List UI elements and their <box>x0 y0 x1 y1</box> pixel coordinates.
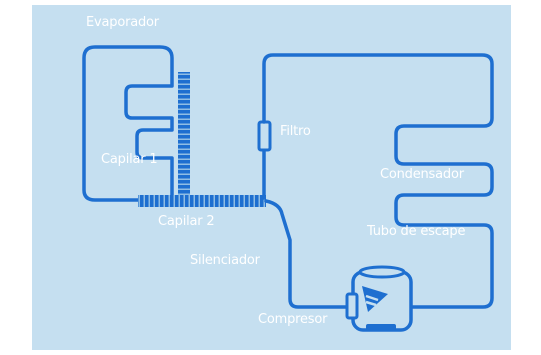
label-capilar-2: Capilar 2 <box>158 214 215 229</box>
label-evaporador: Evaporador <box>86 15 159 30</box>
label-condensador: Condensador <box>380 167 464 182</box>
capillary-2-coil <box>138 195 266 207</box>
filter-icon <box>257 120 272 152</box>
suction-line <box>264 199 357 309</box>
capillary-1-coil <box>178 72 190 202</box>
label-tubo-de-escape: Tubo de escape <box>367 224 466 239</box>
condenser-coil <box>262 53 494 309</box>
compressor-icon <box>345 265 413 332</box>
label-silenciador: Silenciador <box>190 253 260 268</box>
label-capilar-1: Capilar 1 <box>101 152 158 167</box>
diagram-background <box>32 5 511 350</box>
label-compresor: Compresor <box>258 312 328 327</box>
label-filtro: Filtro <box>280 124 311 139</box>
evaporator-coil <box>82 45 174 202</box>
